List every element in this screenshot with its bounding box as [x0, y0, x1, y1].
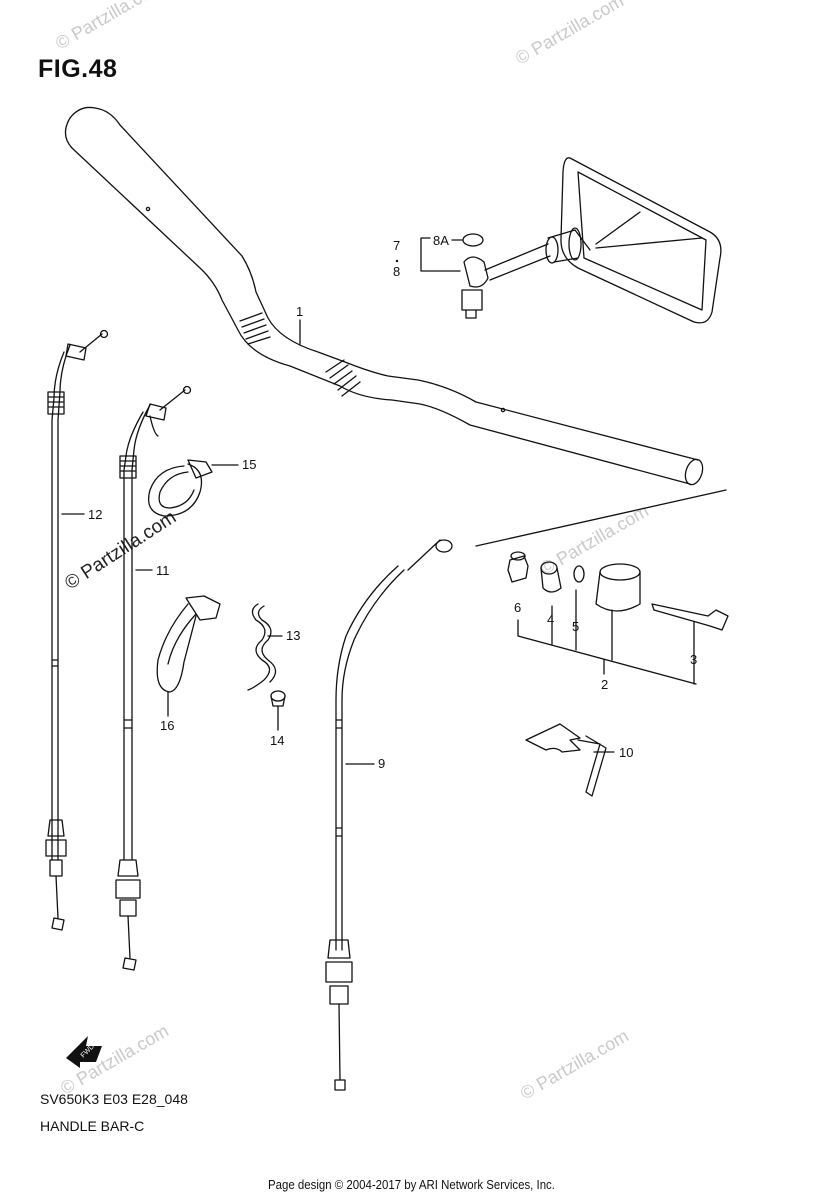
callout-9: 9 [378, 756, 385, 771]
throttle-cable-12 [45, 329, 109, 931]
watermark-top-left: © Partzilla.com [52, 0, 167, 53]
balancer-assembly [475, 489, 729, 631]
leader-7-8 [420, 237, 461, 272]
footer-copyright: Page design © 2004-2017 by ARI Network S… [268, 1177, 555, 1192]
clip-13 [247, 603, 277, 691]
figure-title: FIG.48 [38, 55, 118, 83]
watermark-bottom-right: © Partzilla.com [517, 1025, 632, 1103]
diagram-name: HANDLE BAR-C [40, 1118, 145, 1134]
callout-12: 12 [88, 507, 102, 522]
callout-13: 13 [286, 628, 300, 643]
screw-14 [270, 690, 286, 707]
callout-14: 14 [270, 733, 284, 748]
forward-arrow: FWD [66, 1036, 102, 1068]
throttle-cable-11 [115, 385, 192, 971]
callout-15: 15 [242, 457, 256, 472]
mirror [461, 157, 722, 324]
clutch-cable-9 [325, 539, 453, 1091]
watermark-center: © Partzilla.com [61, 507, 180, 594]
bracket-10 [525, 723, 607, 797]
callout-6: 6 [514, 600, 521, 615]
callout-8: 8 [393, 264, 400, 279]
callout-11: 11 [156, 563, 170, 578]
model-code: SV650K3 E03 E28_048 [40, 1091, 188, 1107]
callout-7: 7 [393, 238, 400, 253]
leader-balancer [517, 589, 697, 685]
callout-8a: 8A [433, 233, 449, 248]
clamp-16 [156, 595, 221, 693]
watermark-top-right: © Partzilla.com [512, 0, 627, 68]
handlebar [64, 106, 704, 486]
callout-16: 16 [160, 718, 174, 733]
callout-1: 1 [296, 304, 303, 319]
callout-10: 10 [619, 745, 633, 760]
callout-2: 2 [601, 677, 608, 692]
callout-4: 4 [547, 612, 554, 627]
clamp-15 [147, 459, 213, 517]
